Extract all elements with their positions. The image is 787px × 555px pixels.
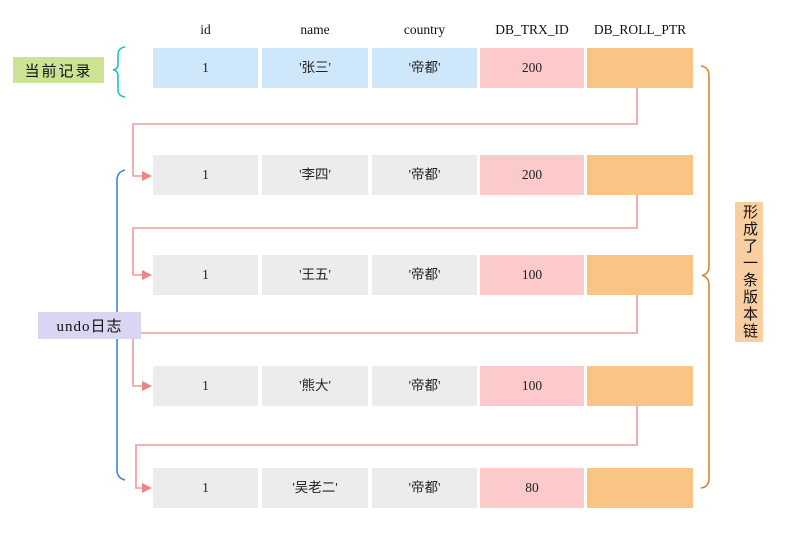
undo-log-label: undo日志 [38,312,141,339]
cell-id: 1 [153,48,258,88]
cell-roll-ptr [587,155,693,195]
version-chain-label: 形成了一条版本链 [735,202,763,342]
cell-country: '帝都' [372,255,477,295]
cell-name: '吴老二' [262,468,368,508]
column-header-roll-ptr: DB_ROLL_PTR [593,22,687,37]
column-header-id: id [200,22,211,37]
cell-trx-id: 80 [480,468,584,508]
cell-id: 1 [153,155,258,195]
column-header-name: name [300,22,330,37]
cell-trx-id: 200 [480,155,584,195]
cell-trx-id: 100 [480,366,584,406]
cell-roll-ptr [587,255,693,295]
cell-country: '帝都' [372,468,477,508]
arrowhead-icon [142,381,152,391]
current-record-label: 当前记录 [13,57,104,83]
cell-trx-id: 100 [480,255,584,295]
cell-roll-ptr [587,48,693,88]
column-header-trx-id: DB_TRX_ID [495,22,569,37]
cell-name: '熊大' [262,366,368,406]
cell-country: '帝都' [372,155,477,195]
cell-id: 1 [153,366,258,406]
cell-name: '李四' [262,155,368,195]
arrowhead-icon [142,171,152,181]
cell-country: '帝都' [372,366,477,406]
cell-id: 1 [153,255,258,295]
current-record-brace [112,46,126,98]
column-header-country: country [403,22,446,37]
cell-id: 1 [153,468,258,508]
arrowhead-icon [142,270,152,280]
cell-roll-ptr [587,468,693,508]
cell-name: '张三' [262,48,368,88]
cell-roll-ptr [587,366,693,406]
version-chain-brace [700,65,710,489]
cell-name: '王五' [262,255,368,295]
cell-country: '帝都' [372,48,477,88]
arrowhead-icon [142,483,152,493]
cell-trx-id: 200 [480,48,584,88]
